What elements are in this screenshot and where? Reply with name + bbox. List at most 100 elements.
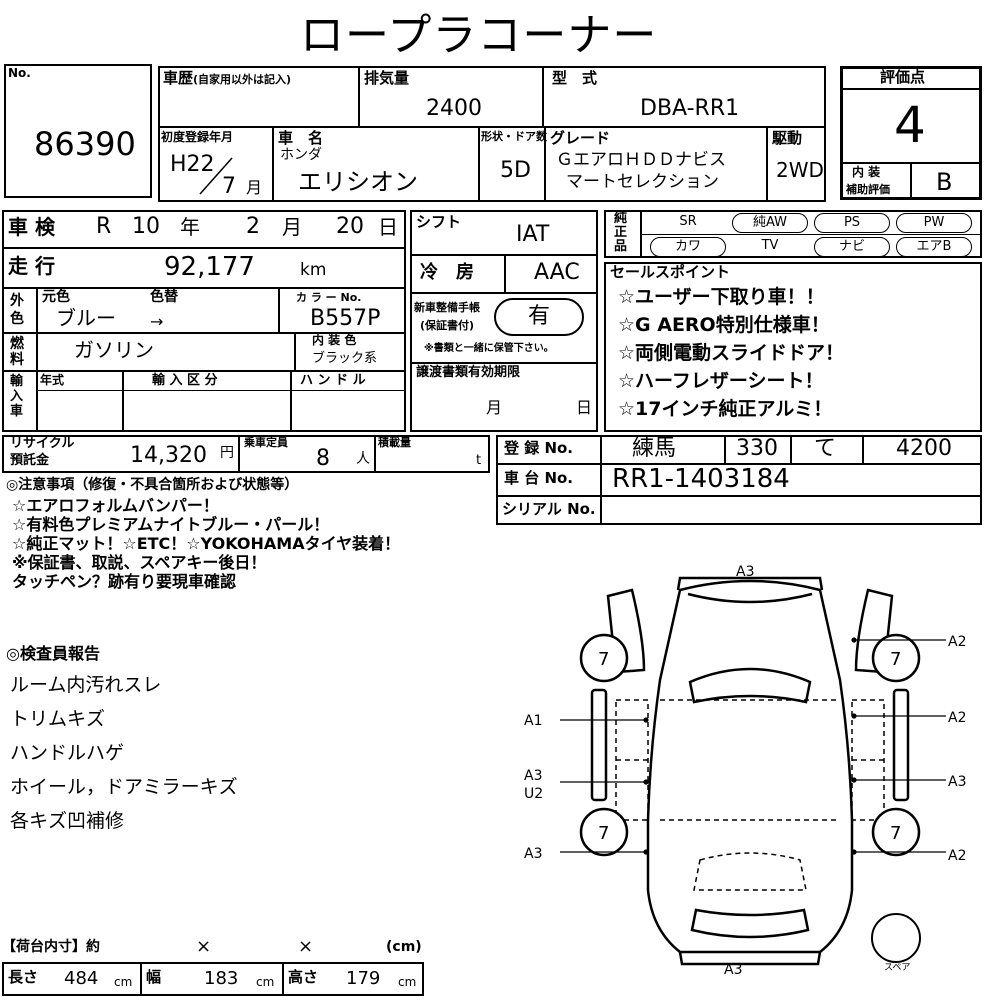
tire-icon [579, 633, 629, 683]
ac-label: 冷 房 [420, 262, 474, 283]
import-handle-label: ハ ン ド ル [300, 373, 366, 388]
interior-color-label: 内 装 色 [312, 333, 357, 347]
model-value: DBA-RR1 [640, 96, 740, 121]
cargo-length: 484 [64, 968, 99, 989]
cargo-height-unit: cm [398, 975, 417, 989]
registration-number: 4200 [896, 436, 952, 461]
recycle-unit: 円 [220, 445, 234, 461]
history-label: 車歴(自家用以外は記入) [163, 69, 292, 87]
transfer-month-unit: 月 [486, 398, 503, 417]
tire-grade-label: 7 [890, 823, 901, 844]
sales-point-item: ☆G AERO特別仕様車！ [618, 314, 830, 336]
ac-value: AAC [534, 260, 580, 285]
spare-label: スペア [884, 963, 910, 973]
inspection-label: 車 検 [8, 215, 55, 239]
page-title: ロープラコーナー [300, 10, 658, 61]
tire-icon [871, 807, 921, 857]
notes-label: ◎注意事項（修復・不具合箇所および状態等） [6, 477, 299, 493]
tire-grade-label: 7 [598, 649, 609, 670]
cargo-length-label: 長さ [8, 968, 39, 986]
shift-value: IAT [516, 222, 550, 247]
tire-icon [579, 807, 629, 857]
import-type-label: 輸 入 区 分 [152, 373, 218, 388]
model-label: 型 式 [552, 69, 598, 87]
equipment-item: PW [896, 213, 972, 233]
left-front-fender [606, 588, 646, 674]
color-code-value: B557P [310, 306, 381, 331]
doors-label: 形状・ドア数 [481, 130, 547, 143]
sales-points-label: セールスポイント [610, 263, 731, 281]
lot-box [4, 64, 152, 198]
mileage-label: 走 行 [8, 254, 55, 278]
fuel-label: 燃料 [10, 336, 24, 368]
diagram-right-label-a2-front: A2 [948, 634, 966, 650]
first-reg-slash [199, 157, 233, 195]
inspection-month: 2 [246, 214, 260, 239]
score-value: 4 [894, 96, 926, 154]
inspector-line: ルーム内汚れスレ [10, 674, 162, 696]
load-label: 積載量 [378, 436, 411, 449]
sales-point-item: ☆ユーザー下取り車！！ [618, 286, 825, 308]
registration-region: 練馬 [632, 436, 677, 461]
cargo-x1: × [196, 936, 212, 957]
inspector-line: トリムキズ [10, 708, 106, 730]
cargo-width-unit: cm [256, 975, 275, 989]
inspector-line: ホイール，ドアミラーキズ [10, 776, 238, 798]
inspection-day-unit: 日 [378, 215, 398, 239]
capacity-label: 乗車定員 [244, 436, 288, 449]
left-door-area [615, 699, 649, 821]
note-line: ☆エアロフォルムバンパー！ [12, 496, 219, 515]
grade-line2: マートセレクション [566, 172, 719, 192]
car-name: エリシオン [298, 168, 418, 196]
inspection-year: 10 [132, 214, 160, 239]
grade-label: グレード [550, 129, 611, 147]
first-reg-month: 7 [222, 174, 236, 199]
car-hood [676, 576, 824, 591]
color-code-label: カ ラ ー No. [296, 291, 362, 304]
maintenance-label-2: (保証書付) [420, 319, 475, 332]
inspection-day: 20 [336, 214, 364, 239]
drive-label: 駆動 [772, 129, 803, 147]
maintenance-note: ※書類と一緒に保管下さい。 [424, 343, 554, 354]
tire-grade-label: 7 [890, 649, 901, 670]
lot-label: No. [8, 66, 31, 80]
cargo-height-label: 高さ [288, 968, 319, 986]
score-label: 評価点 [880, 68, 926, 86]
fuel-value: ガソリン [74, 338, 154, 362]
spec-box [158, 66, 826, 202]
equipment-item: カワ [650, 237, 726, 257]
shift-label: シフト [416, 213, 462, 231]
car-rear-window [690, 908, 810, 939]
equipment-label: 純正品 [614, 211, 628, 254]
inspector-line: 各キズ凹補修 [10, 810, 125, 832]
sales-points-box [604, 262, 982, 432]
cargo-width: 183 [204, 968, 239, 989]
maintenance-value: 有 [494, 298, 584, 336]
car-maker: ホンダ [280, 147, 322, 163]
spare-tire-icon [871, 913, 921, 963]
chassis-label: 車 台 No. [504, 469, 574, 487]
import-label: 輸入車 [10, 374, 24, 419]
interior-color-value: ブラック系 [312, 351, 378, 366]
color-arrow: → [150, 312, 164, 331]
serial-label: シリアル No. [502, 500, 596, 518]
inspector-line: ハンドルハゲ [10, 742, 125, 764]
recycle-label-1: リサイクル [10, 436, 75, 451]
transfer-day-unit: 日 [576, 398, 593, 417]
chassis-value: RR1-1403184 [612, 464, 790, 494]
diagram-left-label-a3: A3 [524, 768, 542, 784]
note-line: ☆有料色プレミアムナイトブルー・パール！ [12, 515, 330, 534]
diagram-left-label-a1: A1 [524, 713, 542, 729]
displacement-value: 2400 [426, 96, 482, 121]
doors-value: 5D [500, 158, 531, 183]
first-reg-month-unit: 月 [246, 178, 263, 197]
color-orig-value: ブルー [56, 306, 116, 330]
equipment-item: PS [814, 213, 890, 233]
load-unit: t [476, 453, 482, 468]
cargo-x2: × [298, 936, 314, 957]
equipment-item: 純AW [732, 213, 808, 233]
interior-label-1: 内 装 [852, 165, 881, 179]
equipment-item: TV [761, 238, 779, 253]
recycle-box [2, 435, 490, 473]
car-body-outline [646, 579, 854, 954]
